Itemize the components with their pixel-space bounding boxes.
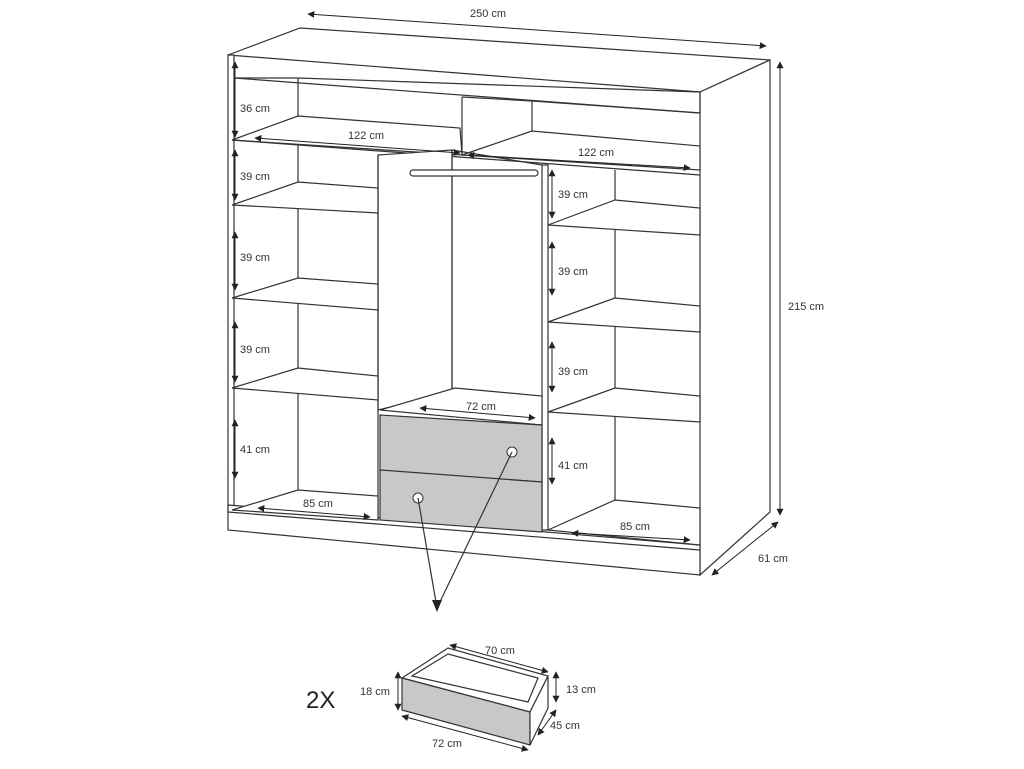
drawer-top-width-label: 70 cm — [485, 645, 515, 657]
width-label: 250 cm — [470, 8, 506, 20]
left-shelf-1-label: 39 cm — [240, 171, 270, 183]
drawer-front-height-label: 18 cm — [360, 686, 390, 698]
drawer-front-width-label: 72 cm — [432, 738, 462, 750]
dimension-labels: 250 cm 215 cm 61 cm 36 cm 122 cm 122 cm … — [240, 8, 824, 565]
left-bottom-label: 41 cm — [240, 444, 270, 456]
left-shelf-2-label: 39 cm — [240, 252, 270, 264]
left-shelf-3-label: 39 cm — [240, 344, 270, 356]
top-left-height-label: 36 cm — [240, 103, 270, 115]
dimension-lines — [231, 10, 784, 576]
top-left-width-label: 122 cm — [348, 130, 384, 142]
center-width-label: 72 cm — [466, 401, 496, 413]
depth-label: 61 cm — [758, 553, 788, 565]
right-shelf-2-label: 39 cm — [558, 266, 588, 278]
height-label: 215 cm — [788, 301, 824, 313]
right-floor-width-label: 85 cm — [620, 521, 650, 533]
right-shelf-3-label: 39 cm — [558, 366, 588, 378]
wardrobe-carcass — [227, 27, 771, 612]
drawer-quantity: 2X — [306, 687, 335, 714]
top-right-width-label: 122 cm — [578, 147, 614, 159]
left-floor-width-label: 85 cm — [303, 498, 333, 510]
right-shelf-1-label: 39 cm — [558, 189, 588, 201]
drawer-inner-height-label: 13 cm — [566, 684, 596, 696]
right-bottom-label: 41 cm — [558, 460, 588, 472]
drawer-depth-label: 45 cm — [550, 720, 580, 732]
drawer-detail: 2X 70 cm 18 cm 13 cm 45 cm 72 cm — [306, 643, 596, 752]
